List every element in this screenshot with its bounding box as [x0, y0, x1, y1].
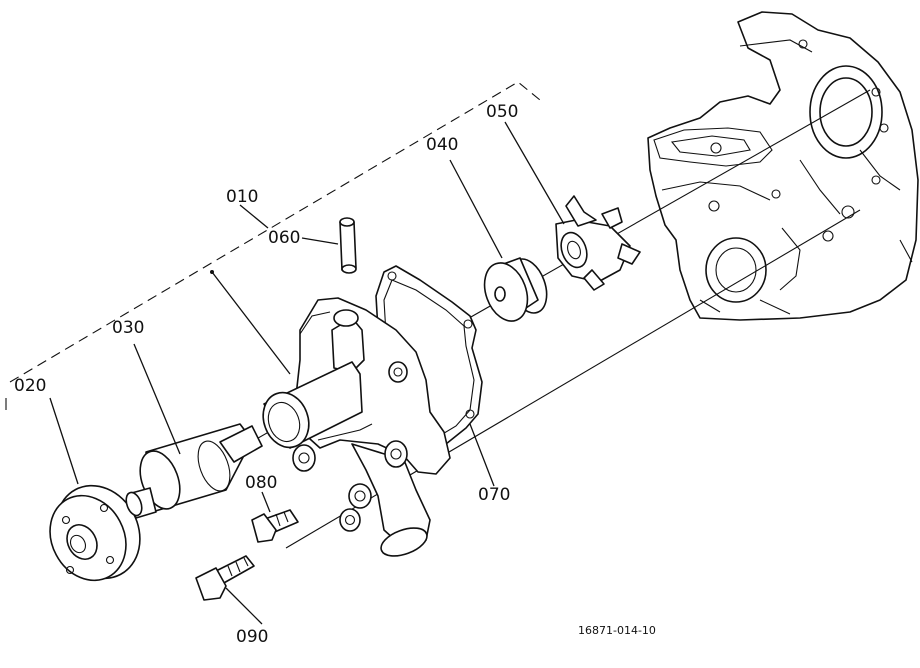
callout-020: 020 — [14, 376, 46, 396]
shaft-bearing — [125, 423, 263, 519]
bolt-long — [195, 555, 255, 601]
callout-070: 070 — [478, 485, 510, 505]
callout-080: 080 — [245, 473, 277, 493]
impeller — [555, 195, 641, 291]
drawing-code: 16871-014-10 — [578, 624, 656, 637]
callout-050: 050 — [486, 102, 518, 122]
callout-060: 060 — [268, 228, 300, 248]
callout-040: 040 — [426, 135, 458, 155]
water-pump-body — [262, 297, 451, 557]
callout-010: 010 — [226, 187, 258, 207]
assembly-boundary — [5, 81, 541, 410]
pin — [339, 217, 357, 274]
leader-lines — [49, 121, 565, 625]
callout-030: 030 — [112, 318, 144, 338]
bolt-short — [251, 509, 299, 543]
engine-block — [647, 11, 919, 321]
mechanical-seal — [483, 257, 548, 322]
pulley-flange — [49, 484, 141, 582]
callout-090: 090 — [236, 627, 268, 647]
